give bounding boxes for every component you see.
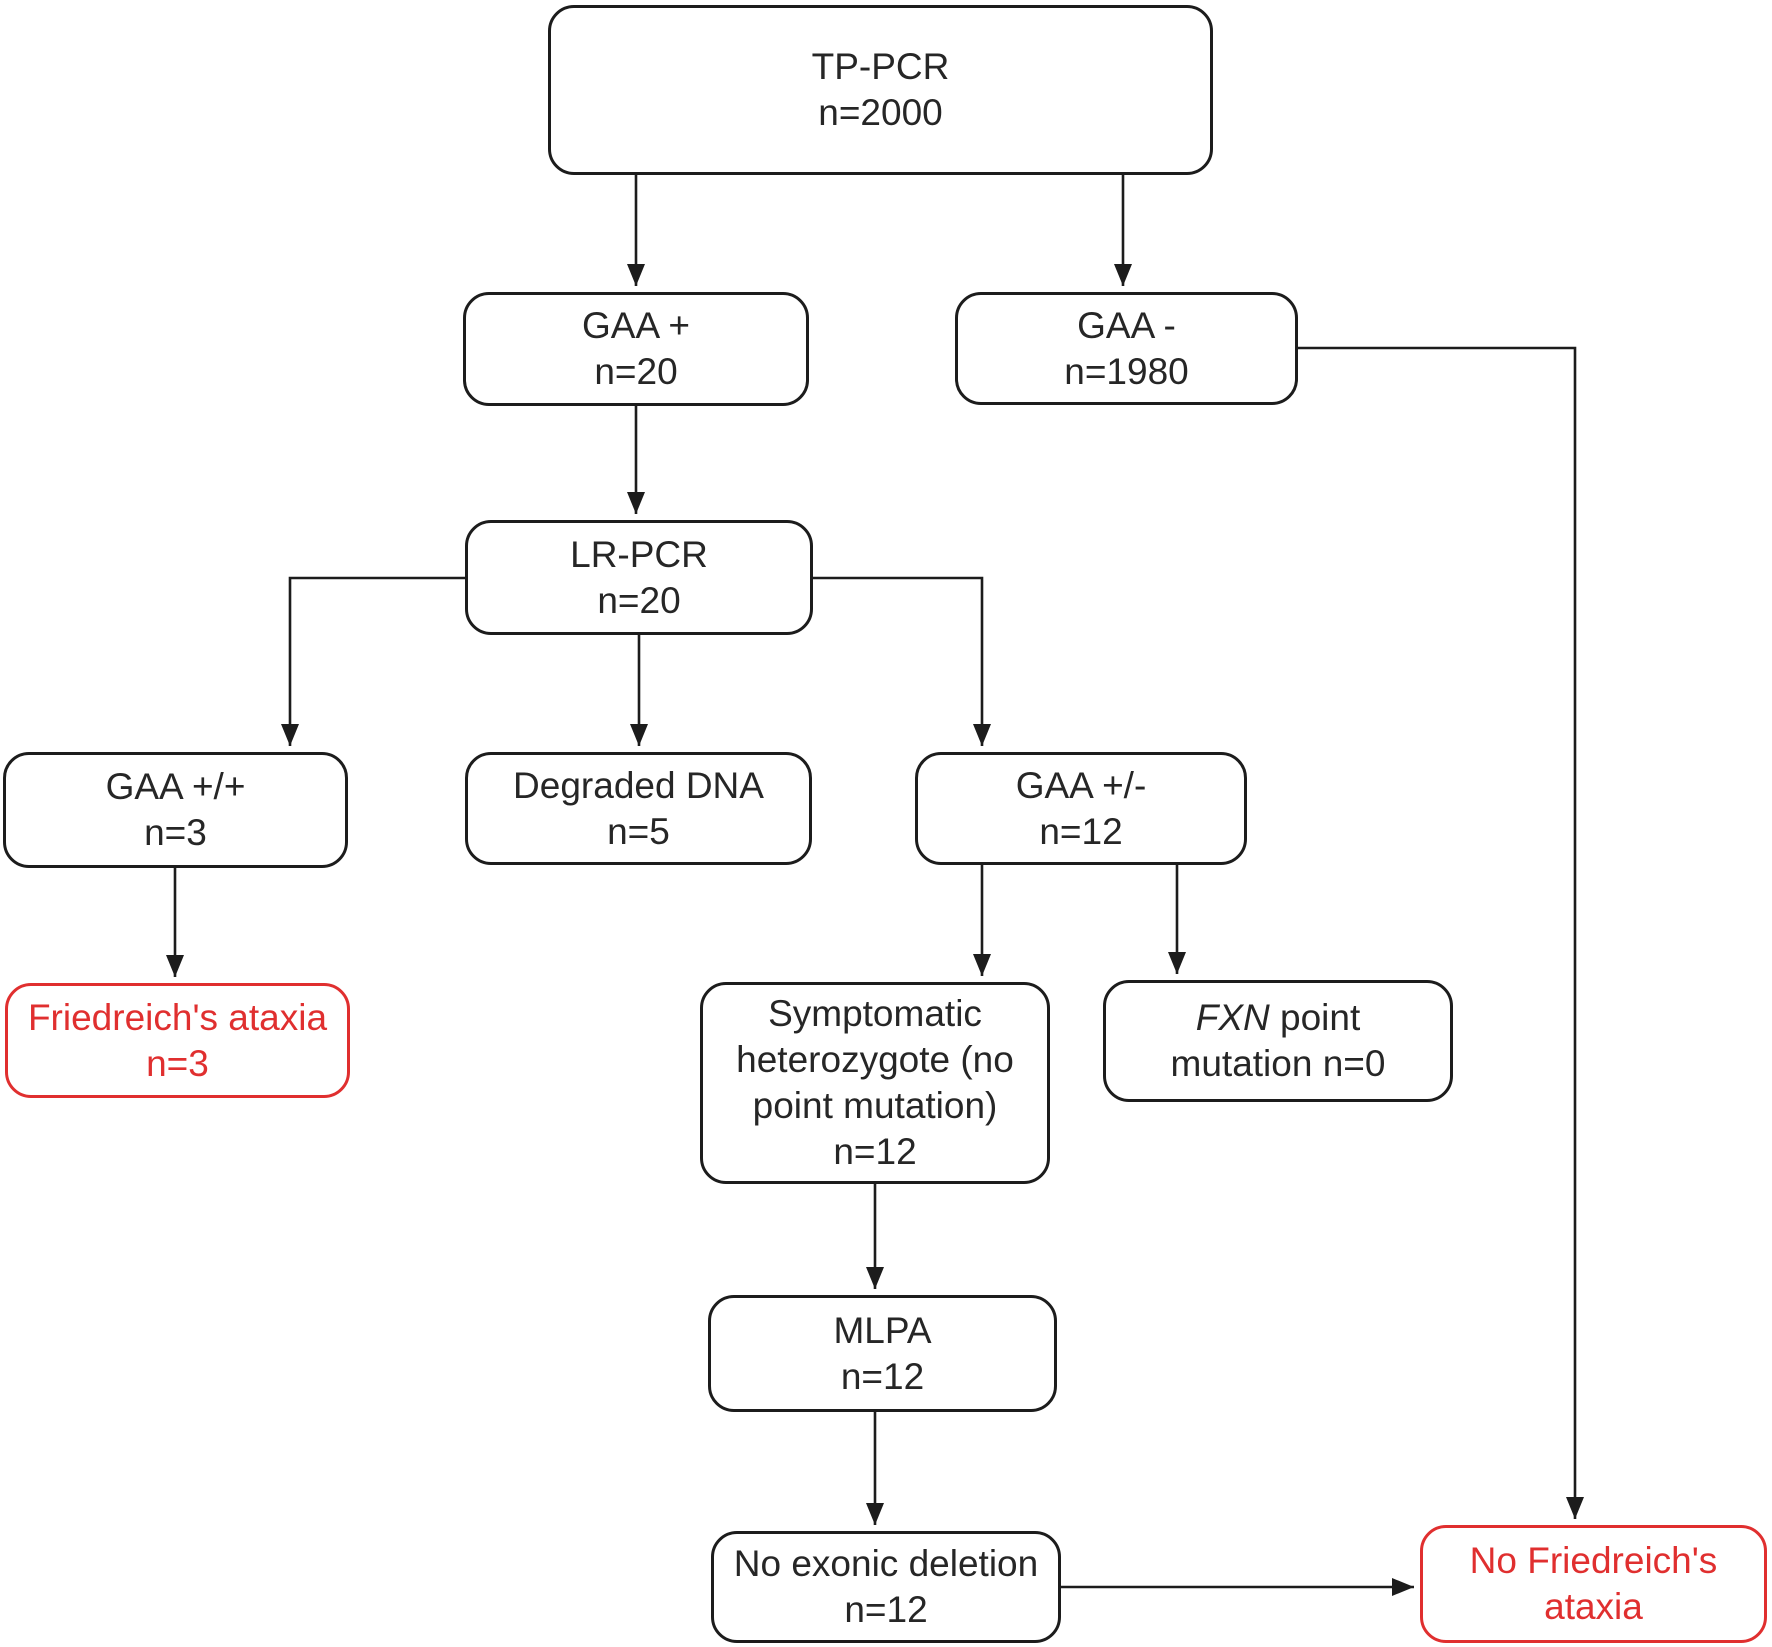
node-gaa-positive: GAA + n=20 — [463, 292, 809, 406]
node-label-line: GAA +/- — [1015, 764, 1147, 806]
edge-gaaneg-to-nofriedreich — [1298, 346, 1584, 1519]
node-label-line: heterozygote (no — [736, 1039, 1014, 1080]
node-label-line: Symptomatic — [768, 993, 982, 1034]
node-label-line: n=20 — [594, 351, 678, 392]
node-gaa-homozygous: GAA +/+ n=3 — [3, 752, 348, 868]
node-symptomatic-heterozygote: Symptomatic heterozygote (no point mutat… — [700, 982, 1050, 1184]
node-label-line: TP-PCR — [811, 46, 950, 87]
node-label-line: n=1980 — [1064, 350, 1189, 392]
node-label-line: GAA + — [582, 305, 690, 346]
node-label-line: n=3 — [146, 1042, 209, 1084]
node-tp-pcr: TP-PCR n=2000 — [548, 5, 1213, 175]
node-friedreichs-ataxia: Friedreich's ataxia n=3 — [5, 983, 350, 1098]
node-label-line: point mutation) — [752, 1085, 998, 1126]
node-gaa-heterozygous: GAA +/- n=12 — [915, 752, 1247, 865]
node-label-line: No exonic deletion — [733, 1543, 1039, 1584]
node-label-line: n=12 — [844, 1589, 928, 1630]
node-no-friedreichs-ataxia: No Friedreich's ataxia — [1420, 1525, 1767, 1643]
node-label-line: Degraded DNA — [513, 764, 764, 806]
node-label-line: GAA - — [1077, 304, 1176, 346]
node-label-line: n=12 — [833, 1131, 917, 1172]
fxn-gene-symbol: FXN — [1195, 997, 1270, 1038]
edge-lrpcr-to-gaapp — [281, 576, 465, 746]
node-no-exonic-deletion: No exonic deletion n=12 — [711, 1531, 1061, 1643]
node-label-line: n=12 — [840, 1355, 925, 1397]
node-label-line: n=5 — [607, 810, 670, 852]
edge-lrpcr-to-gaapm — [813, 576, 991, 746]
node-label-line: n=2000 — [818, 92, 943, 133]
node-label-line: n=12 — [1039, 810, 1123, 852]
node-label-line: n=3 — [144, 812, 207, 853]
node-fxn-point-mutation: FXN point mutation n=0 — [1103, 980, 1453, 1102]
node-label-line: MLPA — [833, 1309, 932, 1351]
node-label-line: ataxia — [1544, 1586, 1643, 1627]
fxn-line-rest: point — [1269, 997, 1361, 1038]
node-label-line: mutation n=0 — [1170, 1043, 1386, 1084]
node-gaa-negative: GAA - n=1980 — [955, 292, 1298, 405]
node-label-line: Friedreich's ataxia — [27, 996, 328, 1038]
node-label-line: GAA +/+ — [105, 766, 246, 807]
node-label-line: n=20 — [597, 579, 681, 621]
node-degraded-dna: Degraded DNA n=5 — [465, 752, 812, 865]
node-label-line: LR-PCR — [570, 533, 708, 575]
node-label-line: FXN point — [1196, 995, 1361, 1041]
node-lr-pcr: LR-PCR n=20 — [465, 520, 813, 635]
node-mlpa: MLPA n=12 — [708, 1295, 1057, 1412]
node-label-line: No Friedreich's — [1469, 1540, 1718, 1581]
